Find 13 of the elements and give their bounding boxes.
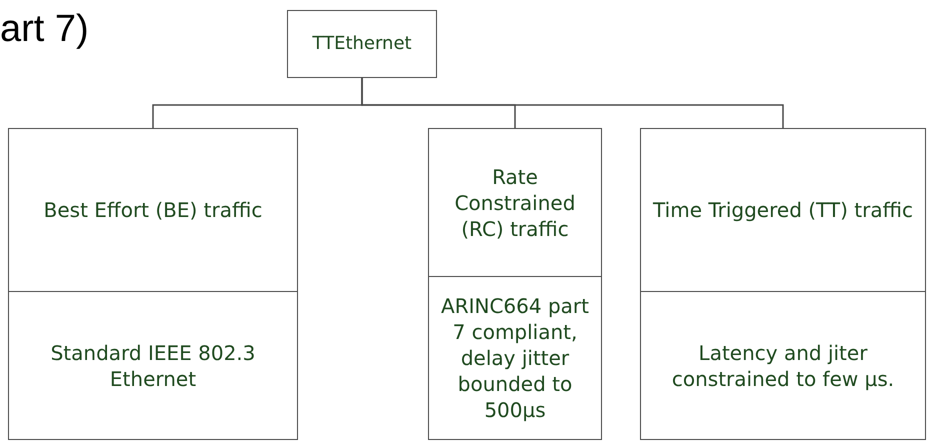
tree-box: [8, 128, 298, 440]
tree-box: [640, 128, 926, 440]
title-fragment: art 7): [0, 8, 89, 51]
box-description: Latency and jiter constrained to few µs.: [670, 340, 896, 392]
connector-line: [361, 78, 784, 128]
box-description: Standard IEEE 802.3 Ethernet: [50, 340, 256, 392]
box-heading: Time Triggered (TT) traffic: [653, 197, 913, 223]
box-description: ARINC664 part 7 compliant, delay jitter bounded to 500µs: [440, 293, 590, 423]
tree-box: [428, 128, 602, 440]
tree-box: [287, 10, 437, 78]
box-heading: TTEthernet: [312, 32, 412, 56]
box-heading: Best Effort (BE) traffic: [44, 197, 262, 223]
box-heading: Rate Constrained (RC) traffic: [454, 164, 576, 242]
